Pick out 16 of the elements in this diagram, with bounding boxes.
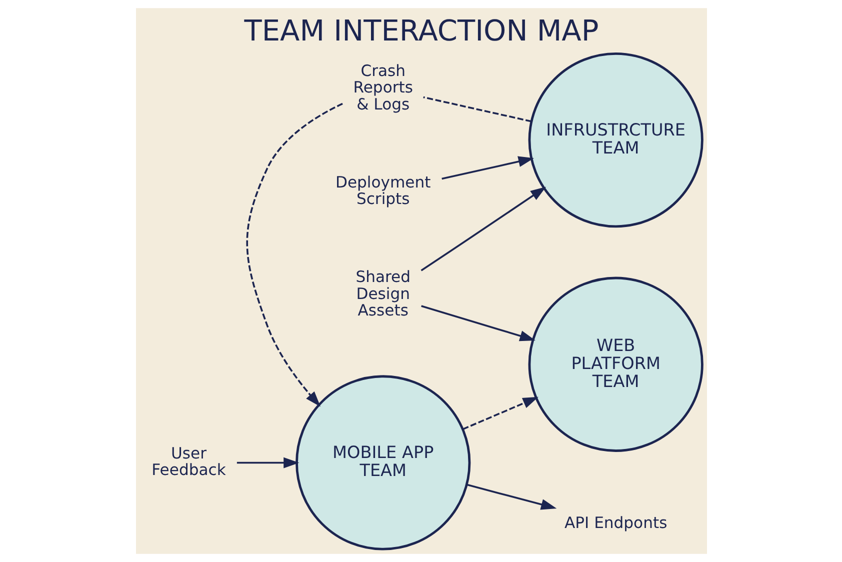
node-circle: MOBILE APP TEAM [295, 375, 470, 550]
arrow [466, 484, 556, 510]
node-text: User Feedback [151, 444, 226, 480]
arrow [420, 186, 546, 272]
node-circle: WEB PLATFORM TEAM [528, 276, 703, 452]
node-text: Crash Reports & Logs [352, 62, 412, 114]
node-text: Shared Design Assets [355, 268, 410, 320]
diagram-title: TEAM INTERACTION MAP [244, 14, 598, 48]
arrow [420, 305, 535, 342]
node-text: Deployment Scripts [334, 173, 430, 208]
arrow [462, 396, 538, 430]
arrow [246, 102, 342, 407]
node-text: API Endponts [564, 514, 667, 532]
arrow [441, 156, 534, 180]
connector [422, 96, 532, 122]
arrow [236, 457, 299, 468]
